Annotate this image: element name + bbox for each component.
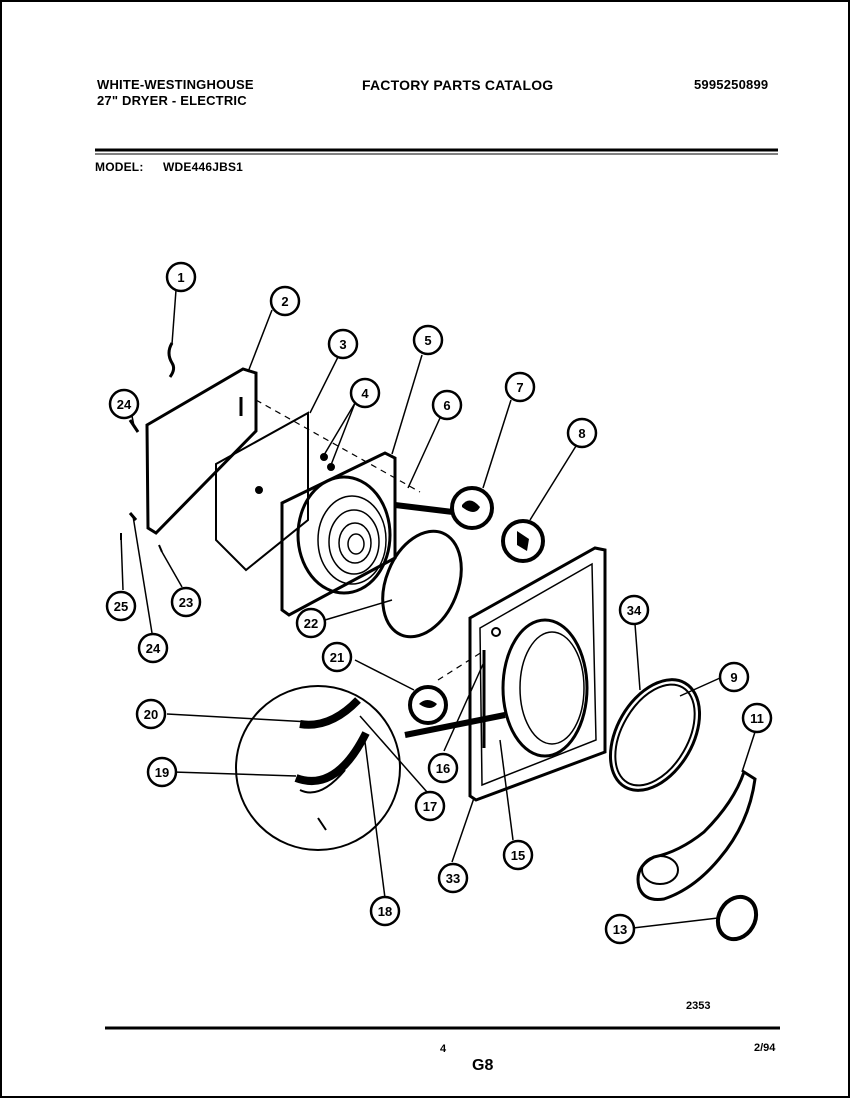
part-front-opening xyxy=(501,618,589,758)
callout-number: 23 xyxy=(179,595,193,610)
callout-number: 20 xyxy=(144,707,158,722)
callout-bubble xyxy=(427,752,459,784)
part-hinge-pin xyxy=(167,342,176,378)
callout-number: 17 xyxy=(423,799,437,814)
detail-inset xyxy=(235,685,401,851)
callout-bubble xyxy=(165,261,197,293)
part-door-gasket xyxy=(381,529,463,639)
callout-bubble xyxy=(108,388,140,420)
callout-number: 1 xyxy=(177,270,184,285)
callout-number: 3 xyxy=(339,337,346,352)
callout-number: 9 xyxy=(730,670,737,685)
callout-bubble xyxy=(412,324,444,356)
callout-number: 16 xyxy=(436,761,450,776)
callout-number: 21 xyxy=(330,650,344,665)
catalog-title: FACTORY PARTS CATALOG xyxy=(362,77,554,93)
callout-number: 13 xyxy=(613,922,627,937)
part-door-liner xyxy=(215,411,309,572)
callout-number: 2 xyxy=(281,294,288,309)
page-number: 4 xyxy=(440,1043,447,1055)
callout-number: 22 xyxy=(304,616,318,631)
part-21-detail xyxy=(408,685,448,725)
callout-number: 34 xyxy=(627,603,642,618)
callout-bubble xyxy=(170,586,202,618)
callout-bubble xyxy=(504,371,536,403)
callout-bubble xyxy=(295,607,327,639)
callout-bubble xyxy=(566,417,598,449)
callout-number: 18 xyxy=(378,904,392,919)
parts-artwork xyxy=(120,342,759,942)
brand-name: WHITE-WESTINGHOUSE xyxy=(97,77,254,92)
callout-number: 19 xyxy=(155,765,169,780)
callout-number: 24 xyxy=(146,641,161,656)
part-door-bowl xyxy=(296,475,392,595)
leader-lines xyxy=(120,289,756,929)
part-bearing-housing xyxy=(636,769,757,901)
part-door-panel xyxy=(145,367,258,535)
product-description: 27" DRYER - ELECTRIC xyxy=(97,93,247,108)
part-felt-seal xyxy=(608,678,702,792)
part-bearing-ring xyxy=(715,894,759,942)
callout-bubble xyxy=(105,590,137,622)
callout-bubble xyxy=(369,895,401,927)
callout-number: 25 xyxy=(114,599,128,614)
callout-bubble xyxy=(437,862,469,894)
part-8-detail xyxy=(501,519,545,563)
callout-number: 11 xyxy=(750,711,764,726)
callout-bubble xyxy=(741,702,773,734)
catalog-number: 5995250899 xyxy=(694,77,769,92)
callout-number: 6 xyxy=(443,398,450,413)
revision-date: 2/94 xyxy=(754,1042,776,1054)
callout-number: 15 xyxy=(511,848,525,863)
callout-bubble xyxy=(349,377,381,409)
callout-bubble xyxy=(137,632,169,664)
model-number: WDE446JBS1 xyxy=(163,160,244,174)
callout-bubble xyxy=(146,756,178,788)
callout-bubble xyxy=(269,285,301,317)
part-7-detail xyxy=(450,486,494,530)
callout-number: 8 xyxy=(578,426,585,441)
callout-number: 24 xyxy=(117,397,132,412)
model-label: MODEL: xyxy=(95,160,144,174)
figure-code: 2353 xyxy=(686,1000,711,1012)
callout-bubble xyxy=(321,641,353,673)
callout-number: 33 xyxy=(446,871,460,886)
callout-bubble xyxy=(327,328,359,360)
callout-number: 7 xyxy=(516,380,523,395)
callout-number: 4 xyxy=(361,386,369,401)
callout-number: 5 xyxy=(424,333,431,348)
callout-bubble xyxy=(502,839,534,871)
callout-bubble xyxy=(604,913,636,945)
callout-bubble xyxy=(431,389,463,421)
callout-bubble xyxy=(718,661,750,693)
section-code: G8 xyxy=(472,1057,494,1074)
part-front-panel xyxy=(468,546,607,802)
callout-bubble xyxy=(414,790,446,822)
callout-bubble xyxy=(618,594,650,626)
callout-bubble xyxy=(135,698,167,730)
